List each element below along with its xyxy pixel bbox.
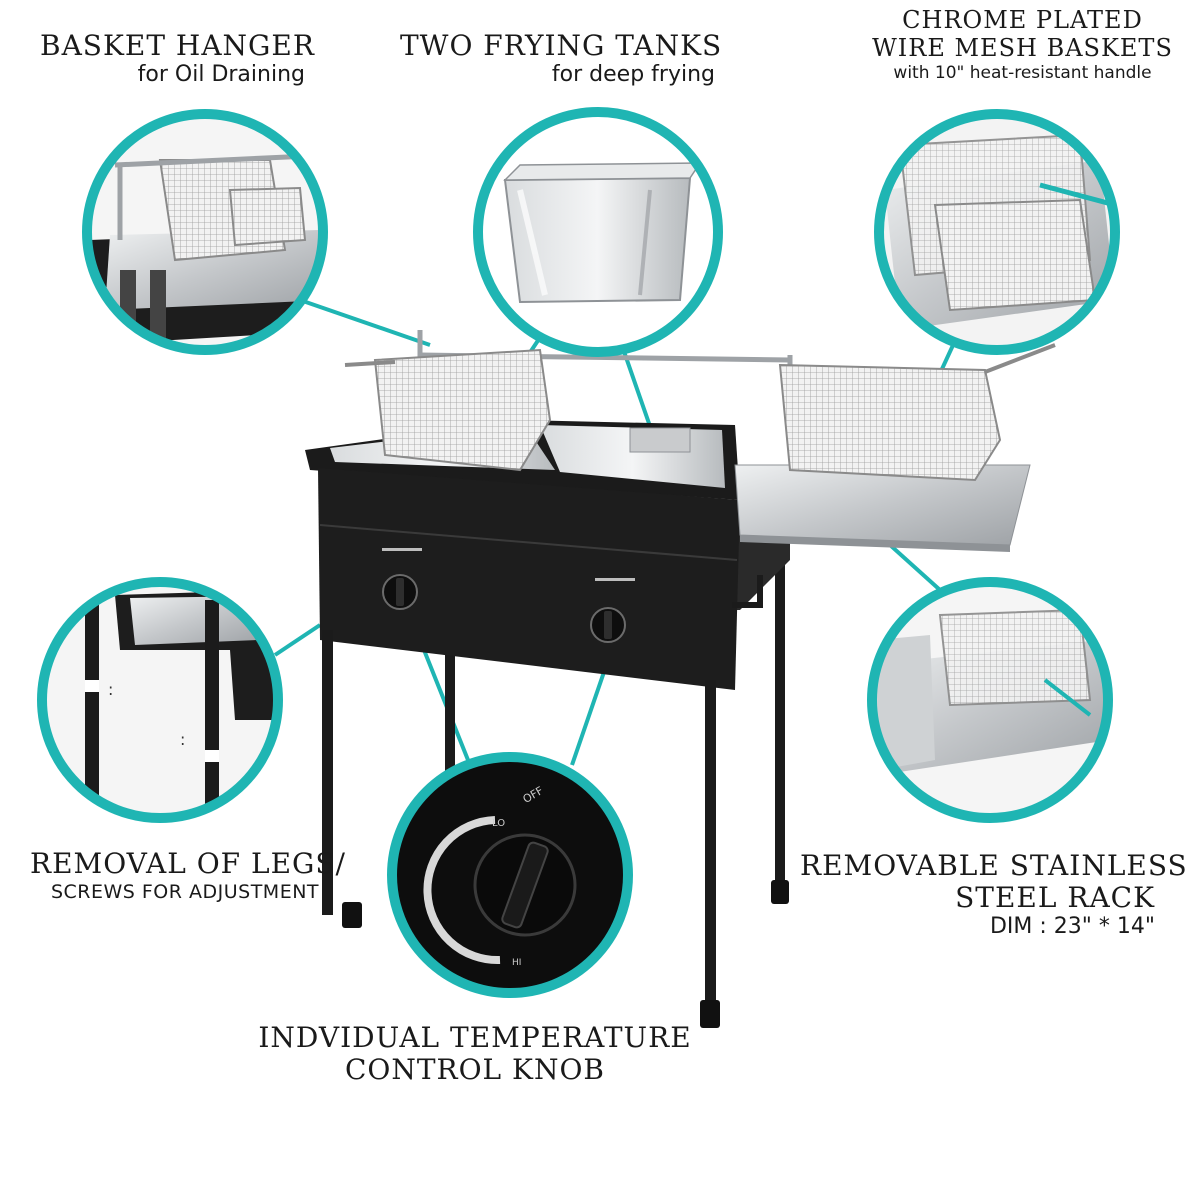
baskets-title-line1: CHROME PLATED <box>902 6 1143 34</box>
svg-text::: : <box>180 730 185 749</box>
fryer-unit <box>305 330 1056 1028</box>
knob-title-line1: INDVIDUAL TEMPERATURE <box>258 1021 692 1054</box>
back-left-leg <box>445 640 455 780</box>
legs-subtitle: SCREWS FOR ADJUSTMENT <box>50 881 320 903</box>
knob-label: INDVIDUAL TEMPERATURE CONTROL KNOB <box>255 1022 695 1086</box>
legs-title: REMOVAL OF LEGS/ <box>30 847 346 880</box>
baskets-subtitle: with 10" heat-resistant handle <box>893 63 1152 83</box>
rack-title-line1: REMOVABLE STAINLESS <box>800 849 1188 882</box>
left-knob <box>382 574 418 610</box>
right-knob <box>590 607 626 643</box>
knob-dial-lo: LO <box>492 818 505 829</box>
basket-hanger-subtitle: for Oil Draining <box>137 62 305 87</box>
rack-subtitle: DIM : 23" * 14" <box>989 914 1155 939</box>
back-right-foot <box>771 880 789 904</box>
rack-title-line2: STEEL RACK <box>955 881 1155 914</box>
legs-label: REMOVAL OF LEGS/ SCREWS FOR ADJUSTMENT <box>30 847 346 904</box>
callout-circle-baskets <box>874 109 1120 355</box>
back-right-leg <box>775 540 785 895</box>
basket-hanger-title: BASKET HANGER <box>40 29 315 62</box>
baskets-label: CHROME PLATED WIRE MESH BASKETS with 10"… <box>850 6 1195 84</box>
fryer-cabinet <box>318 468 740 690</box>
callout-circle-rack <box>867 577 1113 823</box>
basket-hanger-label: BASKET HANGER for Oil Draining <box>40 29 315 88</box>
callout-circle-basket-hanger <box>82 109 328 355</box>
baskets-title-line2: WIRE MESH BASKETS <box>872 34 1173 62</box>
front-left-leg <box>322 630 333 915</box>
knob-title-line2: CONTROL KNOB <box>344 1053 606 1086</box>
svg-text::: : <box>108 680 113 699</box>
callout-circle-knob: OFF LO HI <box>387 752 633 998</box>
frying-tanks-subtitle: for deep frying <box>551 62 715 87</box>
callout-circle-frying-tank <box>473 107 723 357</box>
front-right-leg <box>705 680 716 1010</box>
knob-dial-hi: HI <box>512 958 521 968</box>
frying-tanks-label: TWO FRYING TANKS for deep frying <box>400 29 723 88</box>
rack-label: REMOVABLE STAINLESS STEEL RACK DIM : 23"… <box>800 849 1188 940</box>
right-basket <box>778 363 1002 482</box>
stainless-side-rack <box>734 464 1031 546</box>
left-basket <box>373 348 552 472</box>
callout-circle-legs: : : <box>37 577 283 823</box>
frying-tanks-title: TWO FRYING TANKS <box>400 29 723 62</box>
